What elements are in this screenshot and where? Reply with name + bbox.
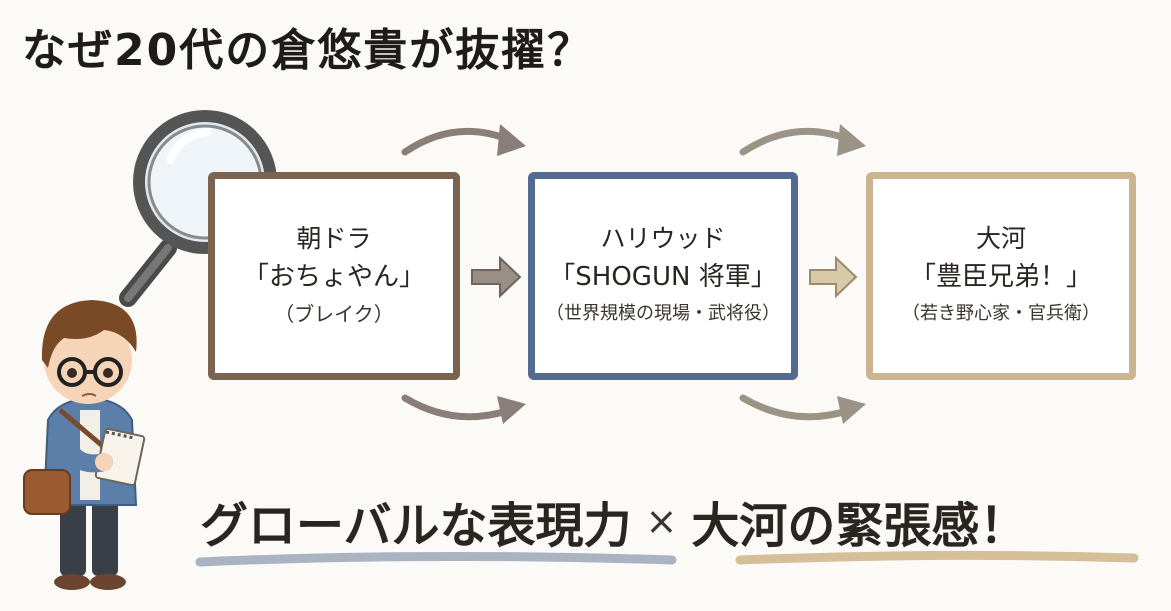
step-box-asadora: 朝ドラ 「おちょやん」 （ブレイク） — [208, 172, 460, 380]
notepad-icon — [94, 427, 146, 487]
curved-arrow-icon — [401, 124, 526, 156]
curved-arrow-icon — [739, 124, 866, 156]
step-note: （ブレイク） — [274, 302, 394, 326]
step-heading: 大河 — [975, 224, 1026, 253]
arrow-right-icon — [809, 255, 858, 299]
step-note: （若き野心家・官兵衛） — [902, 303, 1100, 324]
arrow-right-icon — [471, 255, 522, 299]
step-box-taiga: 大河 「豊臣兄弟！」 （若き野心家・官兵衛） — [866, 172, 1136, 380]
page-title: なぜ20代の倉悠貴が抜擢？ — [22, 25, 594, 76]
times-symbol: × — [645, 499, 678, 543]
step-box-hollywood: ハリウッド 「SHOGUN 将軍」 （世界規模の現場・武将役） — [528, 172, 798, 380]
tagline-right: 大河の緊張感！ — [691, 498, 1028, 554]
character-illustration — [23, 300, 146, 590]
tagline-underline-left — [195, 551, 677, 567]
step-heading: ハリウッド — [600, 224, 726, 253]
step-work-title: 「おちょやん」 — [242, 262, 425, 292]
step-work-title: 「SHOGUN 将軍」 — [549, 262, 777, 292]
tagline: グローバルな表現力 × 大河の緊張感！ — [200, 486, 1027, 556]
curved-arrow-icon — [401, 394, 526, 424]
curved-arrow-icon — [739, 394, 866, 424]
step-heading: 朝ドラ — [296, 224, 372, 253]
step-work-title: 「豊臣兄弟！」 — [909, 262, 1092, 292]
step-note: （世界規模の現場・武将役） — [546, 303, 780, 324]
tagline-underline-right — [735, 550, 1139, 565]
tagline-left: グローバルな表現力 — [200, 498, 632, 554]
